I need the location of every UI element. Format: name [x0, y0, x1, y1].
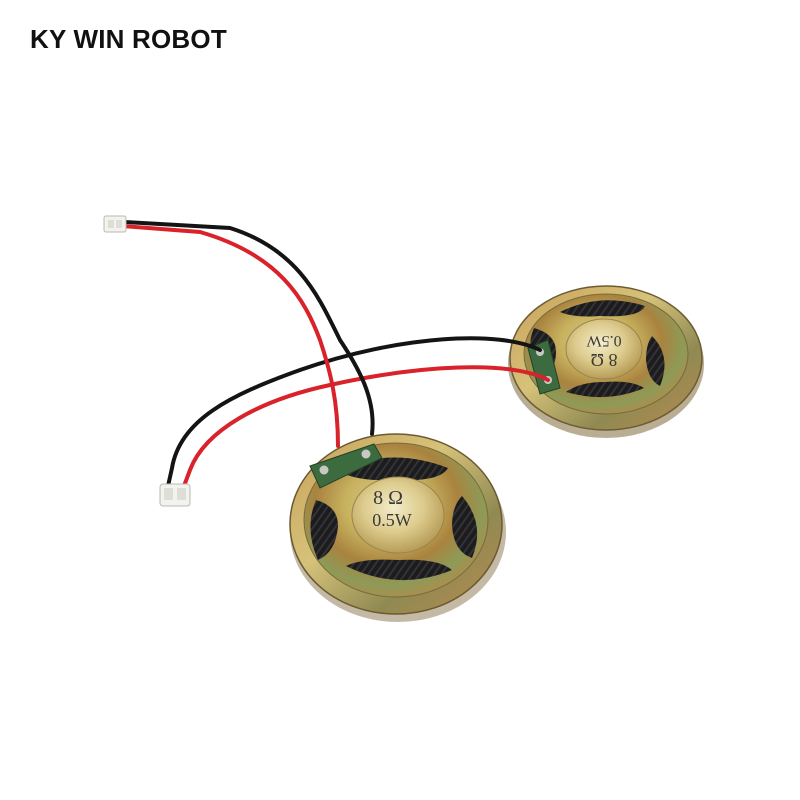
back-impedance-label: 8 Ω: [591, 350, 618, 370]
speaker-wires: [120, 220, 550, 488]
front-power-label: 0.5W: [372, 510, 412, 530]
connector-bottom: [159, 483, 191, 507]
connector-top: [103, 215, 127, 233]
speaker-back: 8 Ω 0.5W: [508, 285, 704, 438]
back-power-label: 0.5W: [586, 332, 622, 349]
front-impedance-label: 8 Ω: [373, 487, 403, 509]
brand-watermark: KY WIN ROBOT: [30, 24, 227, 54]
speaker-front: 8 Ω 0.5W: [289, 433, 506, 622]
